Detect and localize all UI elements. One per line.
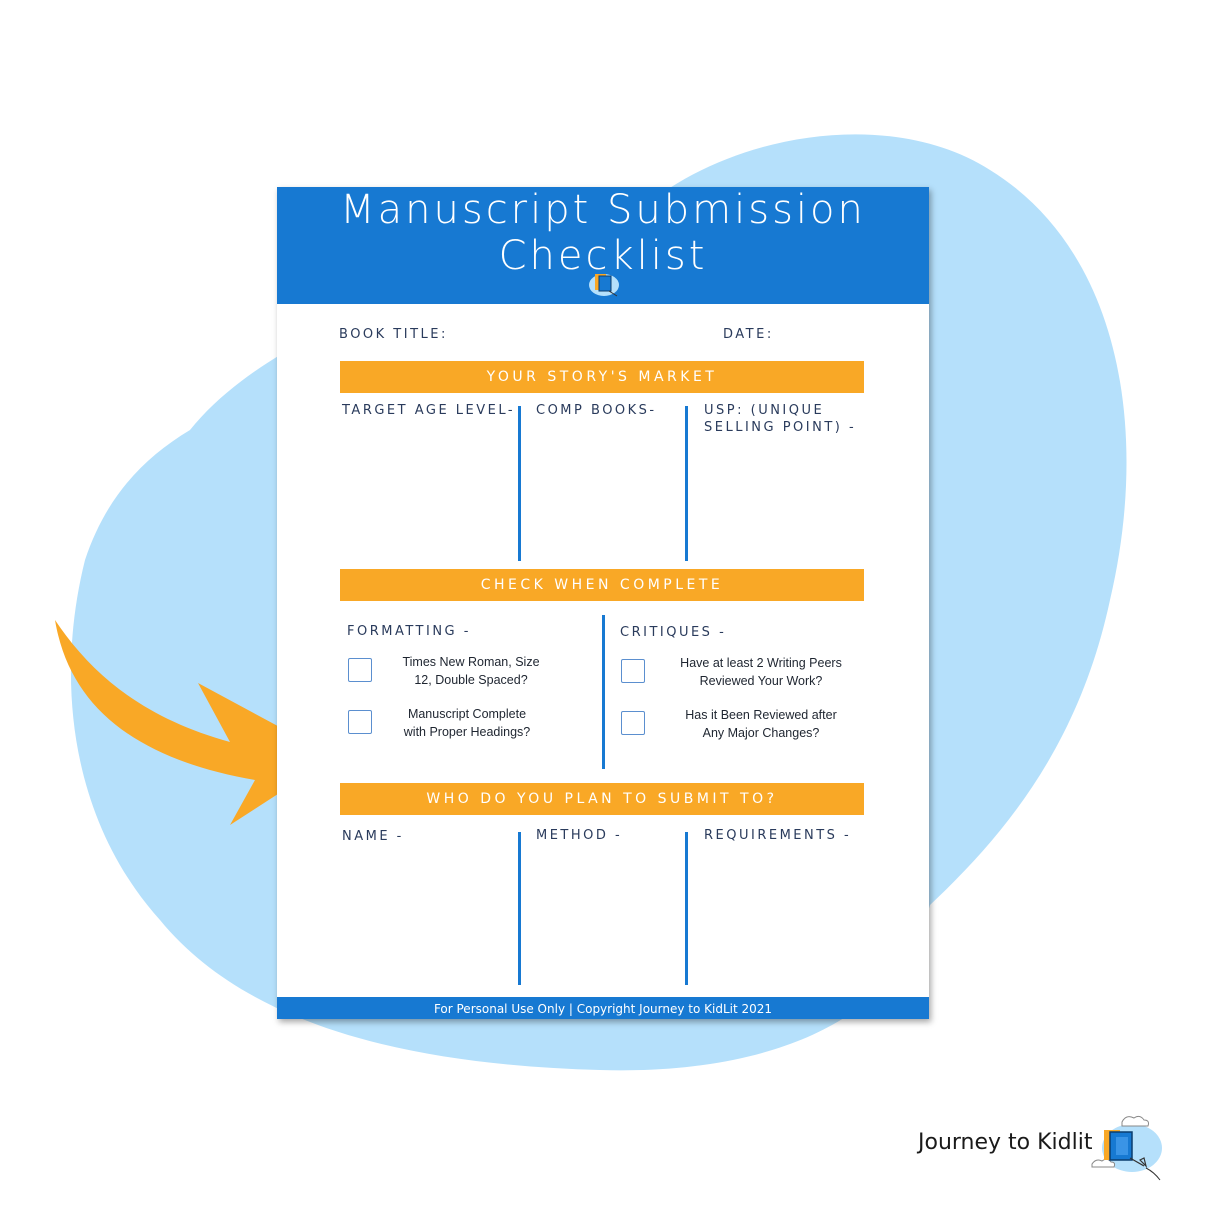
critique-item: Have at least 2 Writing Peers Reviewed Y… [666, 654, 856, 690]
requirements-label: REQUIREMENTS - [704, 828, 852, 843]
target-age-label: TARGET AGE LEVEL- [342, 403, 516, 418]
sheet-title: Manuscript Submission Checklist [277, 187, 929, 279]
formatting-item: Manuscript Complete with Proper Headings… [382, 705, 552, 741]
books-logo-icon [589, 274, 619, 297]
formatting-checkbox[interactable] [348, 658, 372, 682]
sheet-footer: For Personal Use Only | Copyright Journe… [277, 997, 929, 1019]
item-text-line: Manuscript Complete [407, 707, 527, 721]
date-label: DATE: [723, 327, 774, 342]
title-line-1: Manuscript Submission [340, 187, 866, 233]
comp-books-label: COMP BOOKS- [536, 403, 657, 418]
formatting-checkbox[interactable] [348, 710, 372, 734]
checklist-sheet: Manuscript Submission Checklist BOOK TIT… [277, 187, 929, 1019]
formatting-label: FORMATTING - [347, 624, 471, 639]
column-divider [602, 615, 605, 769]
name-label: NAME - [342, 829, 404, 844]
books-cloud-logo-icon [1091, 1115, 1162, 1181]
sheet-header: Manuscript Submission Checklist [277, 187, 929, 304]
method-label: METHOD - [536, 828, 623, 843]
column-divider [685, 832, 688, 985]
formatting-item: Times New Roman, Size 12, Double Spaced? [386, 653, 556, 689]
usp-label-line-1: USP: (UNIQUE [704, 403, 825, 418]
item-text-line: Times New Roman, Size [402, 655, 540, 669]
item-text-line: Reviewed Your Work? [699, 674, 823, 688]
critique-checkbox[interactable] [621, 711, 645, 735]
critique-item: Has it Been Reviewed after Any Major Cha… [666, 706, 856, 742]
item-text-line: Any Major Changes? [702, 726, 820, 740]
usp-label-line-2: SELLING POINT) - [704, 420, 857, 435]
item-text-line: Has it Been Reviewed after [685, 708, 837, 722]
item-text-line: Have at least 2 Writing Peers [680, 656, 842, 670]
title-line-2: Checklist [498, 233, 708, 279]
submit-bar: WHO DO YOU PLAN TO SUBMIT TO? [340, 783, 864, 815]
column-divider [518, 406, 521, 561]
column-divider [685, 406, 688, 561]
critiques-label: CRITIQUES - [620, 625, 727, 640]
book-title-label: BOOK TITLE: [339, 327, 448, 342]
item-text-line: 12, Double Spaced? [414, 673, 528, 687]
check-bar: CHECK WHEN COMPLETE [340, 569, 864, 601]
brand-name: Journey to Kidlit [918, 1130, 1093, 1155]
item-text-line: with Proper Headings? [403, 725, 531, 739]
market-bar: YOUR STORY'S MARKET [340, 361, 864, 393]
column-divider [518, 832, 521, 985]
critique-checkbox[interactable] [621, 659, 645, 683]
